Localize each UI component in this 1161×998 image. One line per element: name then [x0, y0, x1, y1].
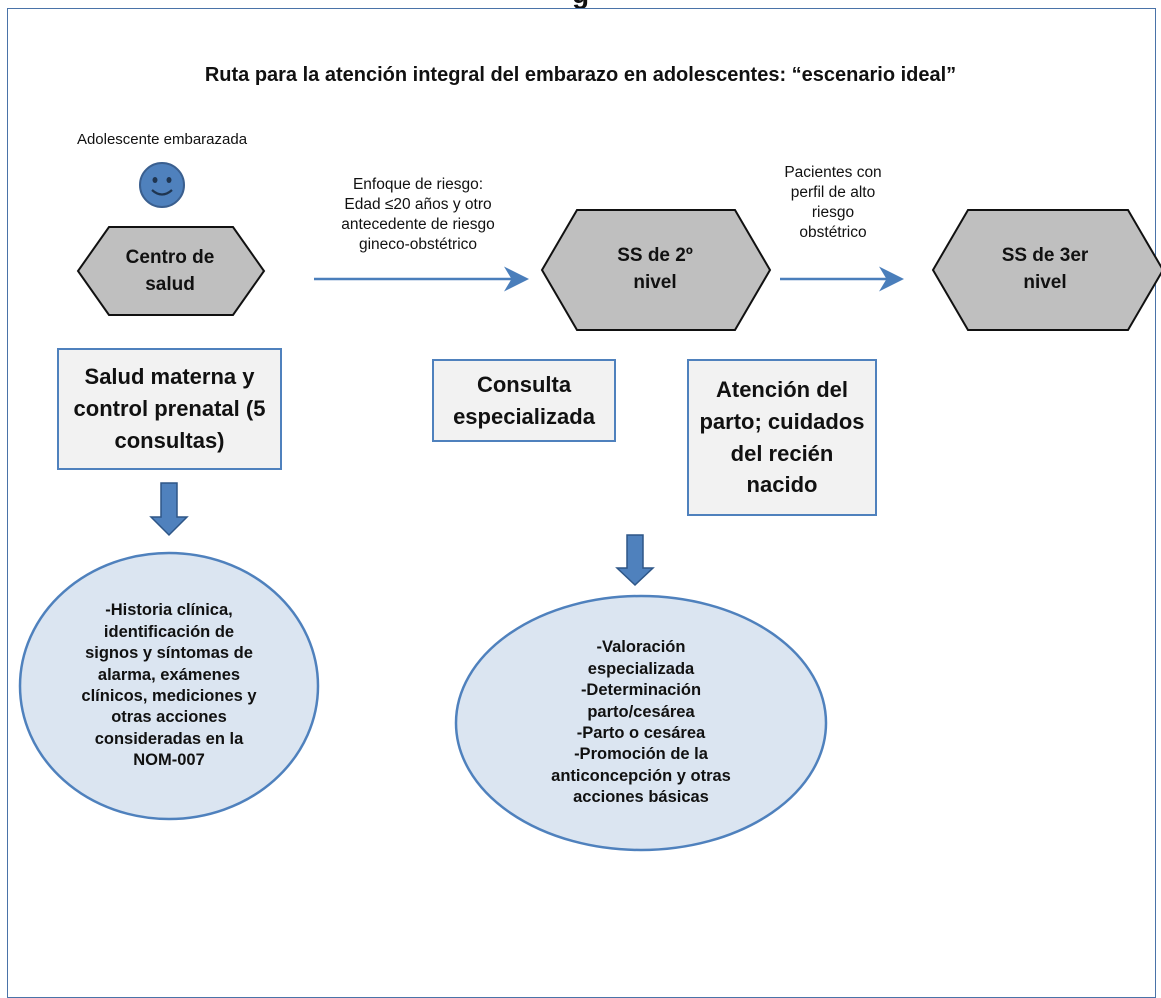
hex-line: Centro de	[125, 247, 215, 269]
box-line: Salud materna y	[84, 364, 255, 390]
oval-center	[454, 594, 828, 852]
box-atencion-parto: Atención del parto; cuidados del recién …	[687, 359, 877, 516]
hexagon-ss-3er-nivel	[931, 209, 1161, 331]
down-arrow-center	[615, 534, 655, 587]
label-line: Edad ≤20 años y otro	[344, 196, 492, 214]
oval-line: identificación de	[103, 622, 235, 641]
box-line: parto; cuidados	[699, 408, 865, 434]
oval-line: acciones básicas	[573, 788, 709, 807]
down-arrow-left	[149, 482, 189, 537]
label-line: Enfoque de riesgo:	[352, 176, 484, 193]
label-line: obstétrico	[799, 224, 867, 242]
label-line: antecedente de riesgo	[341, 216, 495, 234]
box-line: nacido	[746, 472, 818, 498]
box-line: Consulta	[476, 371, 572, 397]
oval-line: signos y síntomas de	[85, 644, 253, 663]
box-salud-materna: Salud materna y control prenatal (5 cons…	[57, 348, 282, 470]
label-line: Pacientes con	[784, 164, 882, 181]
oval-line: -Promoción de la	[574, 745, 708, 764]
oval-line: NOM-007	[133, 751, 205, 770]
box-line: consultas)	[114, 427, 225, 453]
diagram-title: Ruta para la atención integral del embar…	[204, 64, 957, 86]
box-line: del recién	[730, 440, 834, 466]
hexagon-centro-de-salud	[76, 226, 266, 316]
oval-line: anticoncepción y otras	[551, 766, 731, 785]
box-line: control prenatal (5	[73, 396, 266, 422]
hex-line: SS de 3er	[1001, 245, 1089, 267]
oval-line: consideradas en la	[94, 729, 244, 748]
patient-label: Adolescente embarazada	[76, 131, 248, 148]
oval-line: -Determinación	[580, 681, 702, 700]
label-line: gineco-obstétrico	[358, 236, 478, 254]
hex-line: nivel	[1023, 272, 1067, 293]
smiley-face-icon	[139, 162, 185, 208]
hex-label-ss-2-nivel: SS de 2º nivel	[575, 240, 735, 300]
oval-line: especializada	[587, 659, 695, 678]
hex-line: SS de 2º	[617, 245, 693, 267]
oval-left-text: -Historia clínica, identificación de sig…	[55, 570, 283, 802]
box-consulta-especializada: Consulta especializada	[432, 359, 616, 442]
label-line: riesgo	[811, 204, 855, 222]
hex-line: nivel	[633, 272, 677, 293]
label-line: perfil de alto	[790, 184, 876, 202]
box-line: especializada	[453, 403, 595, 429]
hex-label-centro-de-salud: Centro de salud	[100, 243, 240, 301]
oval-left	[18, 551, 320, 821]
oval-line: -Parto o cesárea	[576, 724, 706, 742]
oval-line: otras acciones	[111, 708, 227, 727]
oval-line: -Historia clínica,	[105, 601, 233, 620]
hexagon-ss-2-nivel	[540, 209, 772, 331]
hex-line: salud	[145, 274, 195, 295]
hex-label-ss-3er-nivel: SS de 3er nivel	[965, 240, 1125, 300]
box-line: Atención del	[715, 376, 848, 402]
oval-line: clínicos, mediciones y	[81, 687, 257, 705]
oval-line: parto/cesárea	[587, 702, 695, 721]
oval-line: -Valoración	[596, 638, 686, 657]
arrow-label-high-risk: Pacientes con perfil de alto riesgo obst…	[768, 163, 898, 244]
top-heading-fragment: g	[0, 0, 1161, 10]
oval-line: alarma, exámenes	[97, 665, 241, 684]
oval-center-text: -Valoración especializada -Determinación…	[520, 615, 762, 831]
arrow-label-risk: Enfoque de riesgo: Edad ≤20 años y otro …	[318, 175, 518, 256]
